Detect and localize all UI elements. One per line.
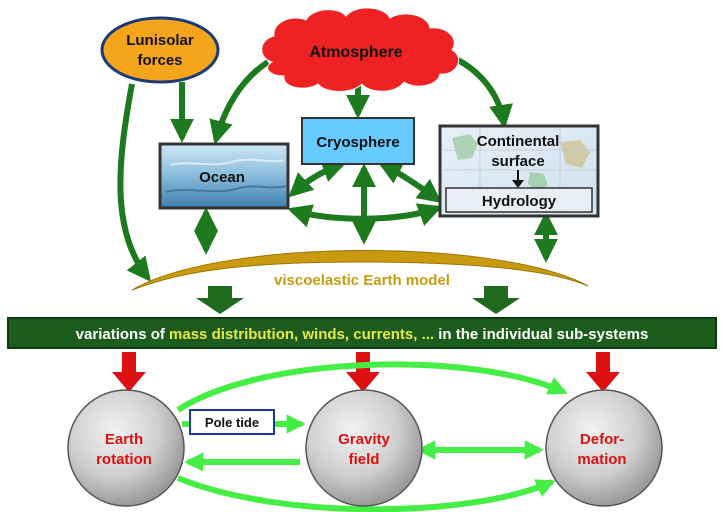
top-flow-arrows	[117, 57, 558, 282]
ocean-node: Ocean	[158, 142, 290, 210]
svg-text:Lunisolar: Lunisolar	[126, 32, 194, 49]
atmosphere-node: Atmosphere	[261, 7, 460, 92]
arrow-atmosphere-to-ocean	[209, 59, 270, 145]
pole-tide-node: Pole tide	[189, 409, 275, 435]
lunisolar-label-1: Lunisolar	[126, 32, 194, 49]
arrow-atmosphere-to-continental	[456, 57, 513, 129]
arrow-cryosphere-continental	[377, 161, 442, 203]
deformation-label-2: mation	[577, 451, 626, 468]
block-arrow-right	[472, 286, 520, 314]
cryosphere-label: Cryosphere	[316, 134, 399, 151]
banner-text: variations of mass distribution, winds, …	[76, 326, 649, 343]
deformation-node: Defor- mation	[545, 389, 663, 507]
red-arrow-rotation	[112, 352, 146, 392]
continental-surface-node: Continental surface Hydrology	[438, 124, 600, 218]
earth-rotation-label-1: Earth	[105, 431, 143, 448]
ocean-label: Ocean	[199, 169, 245, 186]
pole-tide-label: Pole tide	[205, 415, 259, 430]
red-arrow-gravity	[346, 352, 380, 392]
banner-prefix: variations of	[76, 326, 169, 343]
earth-model-label: viscoelastic Earth model	[274, 272, 450, 289]
earth-rotation-node: Earth rotation	[67, 389, 185, 507]
atmosphere-label: Atmosphere	[309, 44, 402, 61]
arrow-rotation-to-deformation-top	[176, 361, 568, 413]
variations-banner: variations of mass distribution, winds, …	[7, 317, 717, 349]
gravity-field-label-2: field	[349, 451, 380, 468]
gravity-field-label-1: Gravity	[338, 431, 390, 448]
block-arrows-to-banner	[196, 286, 520, 314]
earth-model-arc: viscoelastic Earth model	[131, 250, 589, 291]
hydrology-box	[445, 187, 593, 213]
lunisolar-label-2: forces	[137, 52, 182, 69]
arrow-cryosphere-ocean	[288, 159, 347, 198]
earth-rotation-label-2: rotation	[96, 451, 152, 468]
deformation-label-1: Defor-	[580, 431, 624, 448]
red-arrow-deformation	[586, 352, 620, 392]
banner-highlight: mass distribution, winds, currents, ...	[169, 326, 434, 343]
hydrology-label: Hydrology	[482, 193, 557, 210]
arrow-lunisolar-to-earth-model	[117, 83, 151, 282]
gravity-field-node: Gravity field	[305, 389, 423, 507]
lunisolar-forces-node: Lunisolar forces	[100, 16, 220, 84]
banner-suffix: in the individual sub-systems	[434, 326, 648, 343]
red-down-arrows	[112, 352, 620, 392]
continental-label-1: Continental	[477, 133, 560, 150]
block-arrow-left	[196, 286, 244, 314]
cryosphere-node: Cryosphere	[301, 117, 415, 165]
arrow-rotation-to-deformation-bottom	[176, 475, 556, 512]
continental-label-2: surface	[491, 153, 544, 170]
